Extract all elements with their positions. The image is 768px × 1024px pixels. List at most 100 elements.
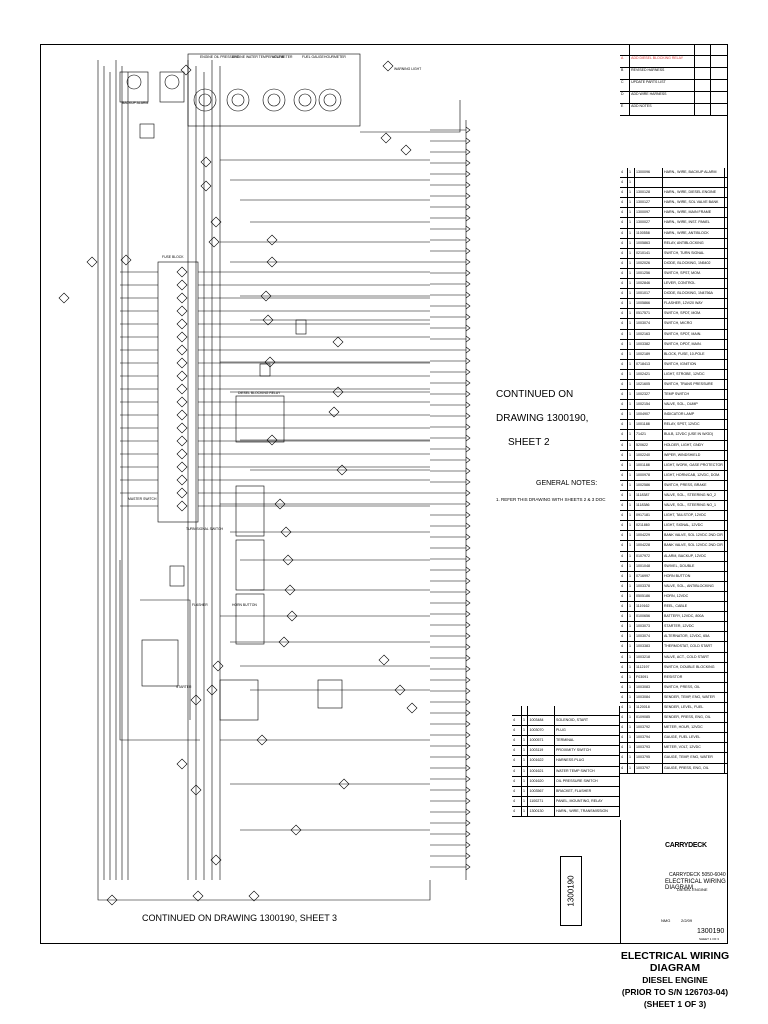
terminal-arrow bbox=[465, 621, 471, 629]
component-label: HORN BUTTON bbox=[232, 603, 257, 607]
terminal-arrow bbox=[465, 170, 471, 178]
continued-sheet-3-note: CONTINUED ON DRAWING 1300190, SHEET 3 bbox=[142, 913, 338, 923]
terminal-arrow bbox=[465, 643, 471, 651]
terminal-arrow bbox=[465, 247, 471, 255]
title-line-2: DIESEL ENGINE bbox=[642, 975, 708, 985]
connector-diamond bbox=[284, 584, 296, 596]
terminal-arrow bbox=[465, 533, 471, 541]
drawn-by: NMG bbox=[661, 918, 671, 923]
terminal-arrow bbox=[465, 522, 471, 530]
terminal-arrow bbox=[465, 379, 471, 387]
component-box bbox=[139, 123, 155, 139]
terminal-arrow bbox=[465, 269, 471, 277]
connector-diamond bbox=[176, 370, 188, 382]
component-box bbox=[169, 565, 185, 587]
terminal-arrow bbox=[465, 302, 471, 310]
connector-diamond bbox=[176, 383, 188, 395]
component-box bbox=[141, 639, 179, 687]
gauge-label: VOLTMETER bbox=[272, 55, 293, 59]
component-circle bbox=[293, 88, 317, 112]
component-box bbox=[187, 53, 361, 127]
terminal-arrow bbox=[465, 555, 471, 563]
connector-diamond bbox=[380, 132, 392, 144]
terminal-arrow bbox=[465, 610, 471, 618]
title-line-1: ELECTRICAL WIRING DIAGRAM bbox=[620, 950, 730, 974]
connector-diamond bbox=[86, 256, 98, 268]
connector-diamond bbox=[176, 409, 188, 421]
terminal-arrow bbox=[465, 225, 471, 233]
terminal-arrow bbox=[465, 830, 471, 838]
component-box bbox=[157, 261, 199, 523]
component-circle bbox=[226, 88, 250, 112]
terminal-arrow bbox=[465, 742, 471, 750]
sheet-number: SHEET 1 OF 3 bbox=[699, 937, 719, 941]
component-box bbox=[159, 71, 185, 103]
terminal-arrow bbox=[465, 676, 471, 684]
connector-diamond bbox=[180, 64, 192, 76]
wire bbox=[97, 880, 431, 901]
connector-diamond bbox=[266, 256, 278, 268]
wire bbox=[140, 599, 191, 720]
terminal-arrow bbox=[465, 445, 471, 453]
connector-diamond bbox=[200, 156, 212, 168]
connector-diamond bbox=[278, 636, 290, 648]
terminal-arrow bbox=[465, 258, 471, 266]
connector-diamond bbox=[176, 266, 188, 278]
connector-diamond bbox=[176, 448, 188, 460]
general-notes-text: 1. REFER THIS DRAWING WITH SHEETS 2 & 3 … bbox=[496, 497, 606, 502]
connector-diamond bbox=[176, 500, 188, 512]
connector-diamond bbox=[106, 894, 118, 906]
component-box bbox=[259, 363, 271, 377]
component-circle bbox=[231, 93, 245, 107]
wire bbox=[360, 100, 461, 133]
component-circle bbox=[318, 88, 342, 112]
title-block-title: ELECTRICAL WIRING DIAGRAM bbox=[665, 879, 726, 891]
terminal-arrow bbox=[465, 786, 471, 794]
component-box bbox=[119, 71, 149, 103]
terminal-arrow bbox=[465, 731, 471, 739]
terminal-arrow bbox=[465, 544, 471, 552]
connector-diamond bbox=[176, 758, 188, 770]
terminal-arrow bbox=[465, 181, 471, 189]
component-label: TURN SIGNAL SWITCH bbox=[186, 527, 224, 531]
